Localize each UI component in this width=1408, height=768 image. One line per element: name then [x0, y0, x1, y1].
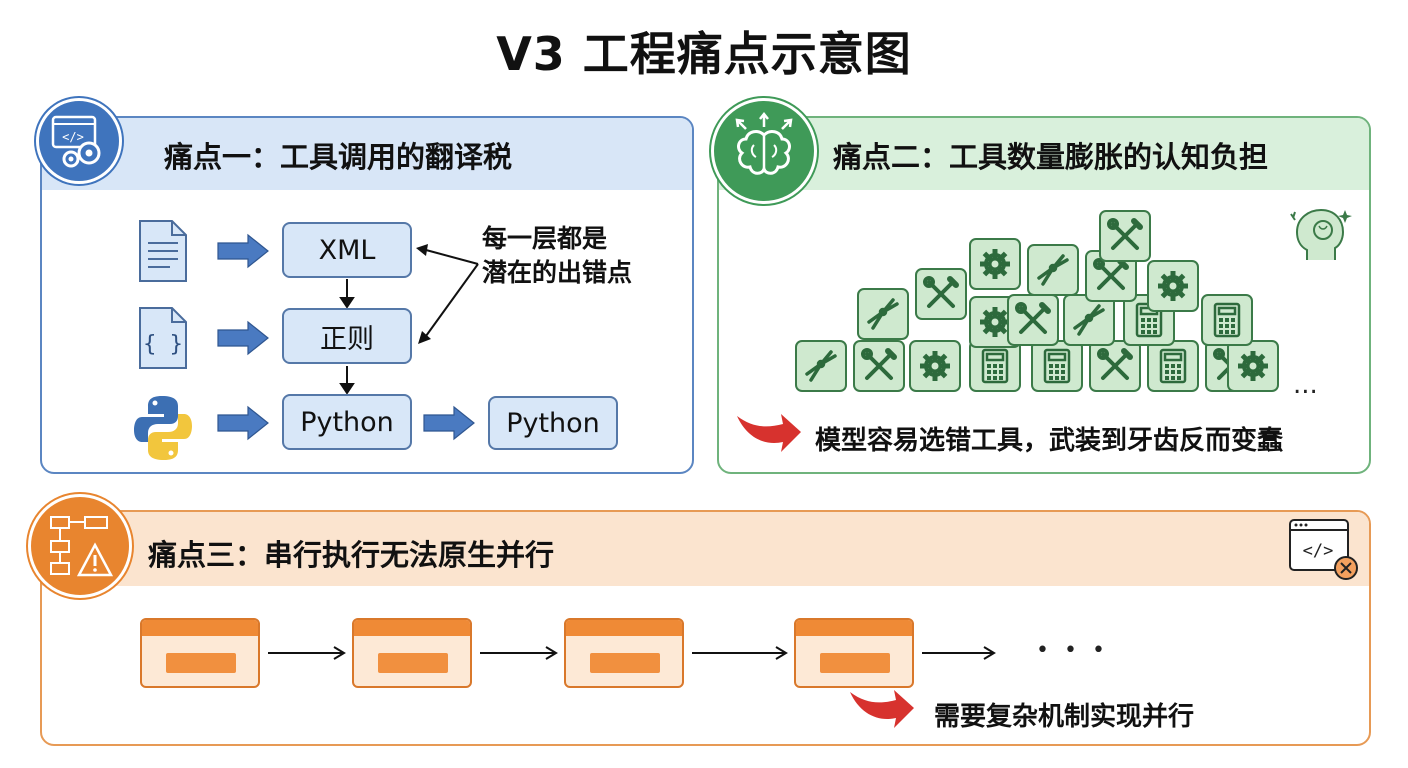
panel-title: 痛点二：工具数量膨胀的认知负担: [833, 140, 1269, 174]
tool-tile: [857, 288, 909, 340]
pliers-icon: [805, 350, 837, 382]
tool-tile: [1027, 244, 1079, 296]
red-arrow-icon: [737, 414, 801, 452]
tool-tile: [1031, 340, 1083, 392]
flow-arrow-icon: [480, 646, 558, 660]
step-header-bar: [566, 620, 682, 636]
panel-title: 痛点三：串行执行无法原生并行: [148, 538, 555, 572]
panel3-graphics: </>: [850, 519, 1358, 728]
serial-step-card: [352, 618, 472, 688]
page-title: V3 工程痛点示意图: [496, 27, 912, 81]
red-arrow-icon: [850, 690, 914, 728]
tool-tile: [915, 268, 967, 320]
tool-overload-caption: 模型容易选错工具，武装到牙齿反而变蠢: [815, 426, 1284, 456]
panel-tool-overload: 痛点二：工具数量膨胀的认知负担 ... 模型容易选错工具，武装到牙齿反而变蠢: [717, 116, 1371, 474]
code-gears-badge: </>: [36, 98, 122, 184]
step-body-bar: [590, 653, 660, 673]
python-box: Python: [282, 394, 412, 450]
step-body-bar: [166, 653, 236, 673]
regex-box: 正则: [282, 308, 412, 364]
tool-tile: [969, 238, 1021, 290]
panel-title: 痛点一：工具调用的翻译税: [164, 140, 513, 174]
wrench-screwdriver-icon: [923, 276, 959, 308]
tool-tile: [1147, 340, 1199, 392]
calculator-icon: [1213, 302, 1241, 338]
step-header-bar: [142, 620, 258, 636]
note-line: 每一层都是: [482, 224, 608, 253]
panel-header-band: [42, 118, 692, 190]
step-body-bar: [378, 653, 448, 673]
panel-serial-execution: 痛点三：串行执行无法原生并行 </> • • • 需要复杂机制实现并行: [40, 510, 1371, 746]
flowchart-warning-icon: [50, 516, 114, 577]
brain-icon: [735, 111, 793, 175]
step-header-bar: [796, 620, 912, 636]
code-gears-icon: </>: [51, 115, 101, 168]
gear-icon: [1238, 351, 1268, 381]
document-icon: [139, 220, 187, 282]
calculator-icon: [981, 348, 1009, 384]
panel-header-band: [42, 512, 1369, 586]
gear-icon: [920, 351, 950, 381]
python-logo-icon: [134, 396, 192, 460]
serial-step-card: [794, 618, 914, 688]
serial-step-card: [140, 618, 260, 688]
step-body-bar: [820, 653, 890, 673]
pliers-icon: [1073, 304, 1105, 336]
note-line: 潜在的出错点: [482, 258, 633, 287]
panel-translation-tax: 痛点一：工具调用的翻译税 { }: [40, 116, 694, 474]
pliers-icon: [867, 298, 899, 330]
tool-tile: [1147, 260, 1199, 312]
flowchart-warning-badge: [28, 494, 132, 598]
wrench-screwdriver-icon: [1097, 348, 1133, 380]
json-braces-icon: { }: [139, 307, 187, 369]
gear-icon: [980, 307, 1010, 337]
flow-arrow-icon: [692, 646, 788, 660]
tool-tile: [853, 340, 905, 392]
tool-tile: [1007, 294, 1059, 346]
wrench-screwdriver-icon: [1015, 302, 1051, 334]
code-window-error-icon: </>: [1289, 519, 1358, 580]
tool-tile: [1099, 210, 1151, 262]
ellipsis: ...: [1293, 370, 1318, 400]
panel1-graphics: { }: [134, 220, 479, 460]
brain-badge: [711, 98, 817, 204]
panel-header-band: [719, 118, 1369, 190]
wrench-screwdriver-icon: [861, 348, 897, 380]
gear-icon: [1158, 271, 1188, 301]
flow-arrow-icon: [268, 646, 346, 660]
panel2-graphics: [737, 208, 1352, 452]
svg-text:{ }: { }: [143, 332, 183, 357]
wrench-screwdriver-icon: [1107, 218, 1143, 250]
tool-tile: [1089, 340, 1141, 392]
parallel-caption: 需要复杂机制实现并行: [934, 702, 1195, 732]
tool-tile: [909, 340, 961, 392]
arrow-icon: [217, 233, 475, 441]
step-header-bar: [354, 620, 470, 636]
tool-tile: [795, 340, 847, 392]
serial-step-card: [564, 618, 684, 688]
error-point-note: 每一层都是 潜在的出错点: [482, 222, 632, 290]
python-output-box: Python: [488, 396, 618, 450]
pointer-arrows: [425, 249, 479, 337]
calculator-icon: [1043, 348, 1071, 384]
tool-tile: [1227, 340, 1279, 392]
flow-arrow-icon: [922, 646, 996, 660]
thinking-head-icon: [1290, 208, 1352, 260]
wrench-screwdriver-icon: [1093, 258, 1129, 290]
down-arrow-icon: [339, 279, 355, 395]
svg-text:</>: </>: [62, 130, 84, 144]
ellipsis: • • •: [1036, 638, 1109, 663]
tool-tile: [1201, 294, 1253, 346]
svg-text:</>: </>: [1303, 541, 1334, 561]
xml-box: XML: [282, 222, 412, 278]
gear-icon: [980, 249, 1010, 279]
calculator-icon: [1159, 348, 1187, 384]
pliers-icon: [1037, 254, 1069, 286]
